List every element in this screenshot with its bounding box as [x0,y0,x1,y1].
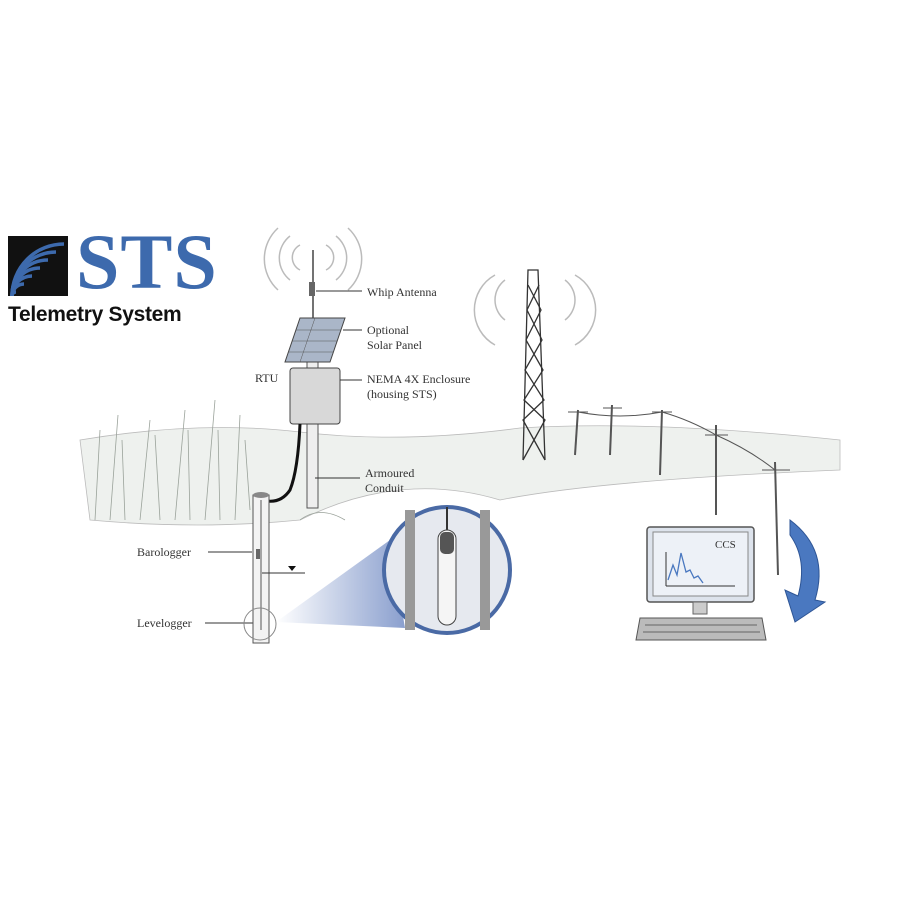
label-solar-panel-2: Solar Panel [367,338,422,352]
logo-subtitle: Telemetry System [8,303,182,326]
landscape [79,399,841,526]
download-arrow-icon [784,518,827,623]
leader-lines [205,290,362,624]
logo-brand: STS [76,218,218,305]
label-solar-panel-1: Optional [367,323,409,337]
label-levelogger: Levelogger [137,616,192,630]
label-enclosure-2: (housing STS) [367,387,437,401]
label-barologger: Barologger [137,545,191,559]
label-enclosure-1: NEMA 4X Enclosure [367,372,471,386]
cell-tower [473,269,597,461]
sts-logo-mark [8,236,68,297]
label-conduit-2: Conduit [365,481,404,495]
label-ccs: CCS [715,539,736,551]
label-conduit-1: Armoured [365,466,415,480]
rtu-station [261,250,346,509]
chart-line-icon [667,552,704,584]
power-lines [568,404,790,576]
antenna-signal-icon [263,227,363,291]
water-level-icon [288,566,296,571]
label-whip-antenna: Whip Antenna [367,285,437,299]
label-rtu: RTU [255,371,279,385]
levelogger-magnifier [276,505,512,635]
computer-ccs [635,526,767,641]
monitoring-well [243,492,305,644]
